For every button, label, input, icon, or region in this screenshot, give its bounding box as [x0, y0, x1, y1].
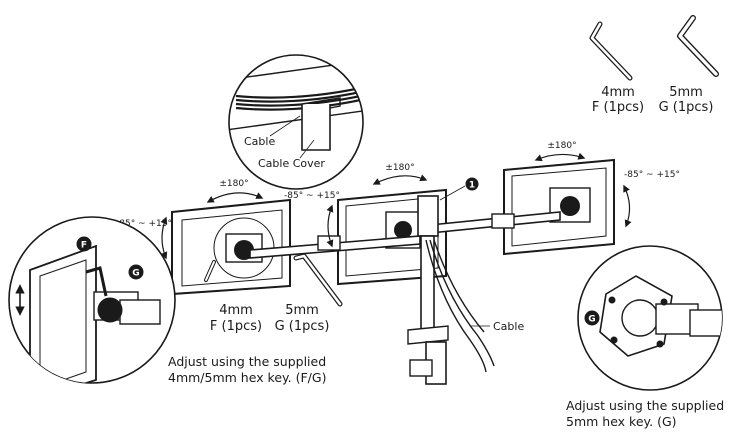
badge-g-icon: [128, 264, 144, 280]
key-4mm-size: 4mm: [601, 85, 635, 100]
tilt-arrow-left: [160, 216, 168, 260]
inset-left-caption-line1: Adjust using the supplied: [168, 354, 326, 369]
hex-key-4mm-in-use-icon: [204, 260, 216, 282]
rotation-label-left: ±180°: [219, 179, 248, 189]
inset-label-cable-cover: Cable Cover: [258, 157, 325, 170]
pole-cables: [425, 239, 495, 373]
tilt-label-center: -85° ~ +15°: [284, 191, 340, 201]
badge-g-text: G: [132, 269, 139, 279]
inset-right-caption-line2: 5mm hex key. (G): [566, 414, 677, 429]
badge-f-icon: [76, 236, 92, 252]
monitor-right: [503, 158, 615, 256]
main-key-4mm-name: F (1pcs): [210, 319, 262, 334]
tilt-label-left: -85° ~ +15°: [116, 219, 172, 229]
pole-cable-label: Cable: [493, 320, 524, 333]
tilt-arrow-right: [623, 184, 632, 228]
key-4mm-name: F (1pcs): [592, 100, 644, 115]
hex-key-5mm-in-use-icon: [293, 253, 343, 307]
rotation-label-right: ±180°: [547, 141, 576, 151]
hex-key-5mm-icon: [677, 15, 719, 77]
main-key-5mm-name: G (1pcs): [275, 319, 330, 334]
rotation-label-center: ±180°: [385, 163, 414, 173]
mount-pole: [407, 195, 449, 385]
callout-marker: 1: [439, 177, 479, 201]
rotation-arrow-left: [206, 192, 264, 203]
hex-key-4mm-icon: [589, 21, 633, 81]
key-5mm-name: G (1pcs): [659, 100, 714, 115]
tilt-arrow-center: [326, 204, 334, 248]
badge-g-right-icon: [584, 310, 600, 326]
svg-text:1: 1: [469, 181, 475, 191]
main-key-5mm-size: 5mm: [285, 303, 319, 318]
rotation-arrow-right: [534, 152, 586, 162]
badge-f-text: F: [81, 241, 87, 251]
monitor-left: [171, 198, 291, 296]
main-key-4mm-size: 4mm: [219, 303, 253, 318]
rotation-arrow-center: [372, 174, 428, 185]
inset-right-caption-line1: Adjust using the supplied: [566, 398, 724, 413]
inset-cable-cover: Cable Cable Cover: [228, 54, 364, 190]
inset-right-detail: G: [577, 245, 723, 391]
inset-left-detail: F G: [8, 216, 176, 384]
key-5mm-size: 5mm: [669, 85, 703, 100]
inset-label-cable: Cable: [244, 135, 275, 148]
inset-left-caption-line2: 4mm/5mm hex key. (F/G): [168, 370, 326, 385]
badge-g-right-text: G: [588, 315, 595, 325]
tilt-label-right: -85° ~ +15°: [624, 170, 680, 180]
